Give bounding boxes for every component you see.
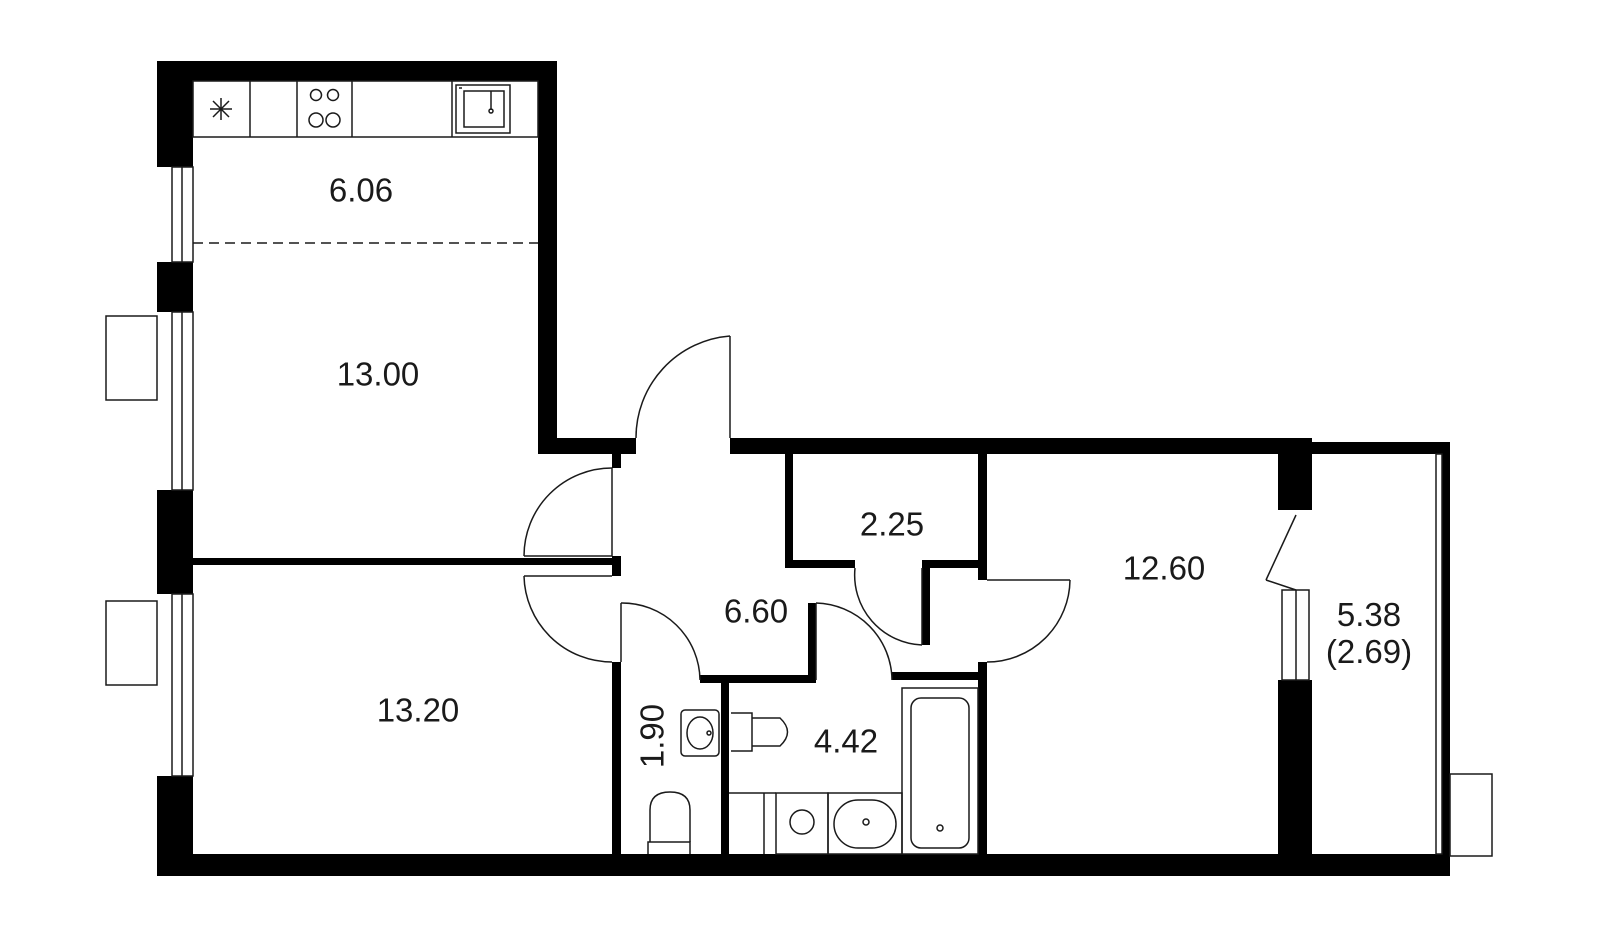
wall-h-438-b — [730, 438, 1312, 454]
bath-sink-icon — [827, 792, 903, 855]
bedroom-2-door[interactable] — [523, 575, 613, 663]
kitchen-fixtures — [192, 80, 539, 244]
balcony-window — [1281, 453, 1493, 857]
partition-toilet-top — [700, 675, 816, 683]
wall-living-balcony-top — [1278, 438, 1312, 510]
toilet-door[interactable] — [620, 602, 701, 681]
room-area-kitchen: 6.06 — [328, 171, 394, 209]
wall-bottom — [157, 854, 1450, 876]
bathroom-fixtures — [729, 687, 979, 855]
partition-bath-top — [892, 672, 986, 680]
partition-living-left-bottom — [978, 662, 987, 856]
balcony-door[interactable] — [1265, 514, 1297, 591]
partition-bedrooms — [193, 558, 621, 565]
partition-storage-bottom — [785, 560, 855, 568]
room-area-bedroom-1: 13.00 — [336, 355, 420, 393]
room-area-living-room: 12.60 — [1122, 549, 1206, 587]
wall-living-balcony-bottom — [1278, 680, 1312, 856]
entrance-door[interactable] — [635, 335, 731, 439]
wall-left-2 — [157, 262, 193, 312]
balcony-area: 5.38 — [1336, 596, 1402, 633]
washing-machine-icon — [775, 792, 829, 855]
balcony-rail-line — [1435, 453, 1443, 855]
balconette-2 — [105, 600, 158, 686]
partition-storage-bottom-right — [922, 560, 986, 568]
balconette-3 — [1449, 773, 1493, 857]
fridge-icon — [210, 98, 232, 120]
exterior-walls — [157, 61, 1450, 876]
partition-toilet-right — [721, 678, 729, 856]
wall-balcony-right — [1442, 442, 1450, 876]
living-room-door[interactable] — [986, 579, 1071, 663]
balconette-1 — [105, 315, 158, 401]
wall-top-kitchen — [157, 61, 557, 81]
room-area-hallway: 6.60 — [723, 592, 789, 630]
toilet-icon — [647, 791, 691, 854]
partition-storage-left — [785, 454, 793, 568]
bathroom-door[interactable] — [815, 602, 893, 681]
kitchen-sink-icon — [455, 84, 511, 134]
wall-right-kitchen — [538, 61, 557, 453]
wall-h-438-a — [538, 438, 636, 454]
room-area-storage: 2.25 — [859, 505, 925, 543]
partition-storage-stub — [922, 560, 930, 645]
room-area-bedroom-2: 13.20 — [376, 691, 460, 729]
partition-toilet-left — [612, 662, 621, 856]
partition-living-left-top — [978, 454, 987, 580]
kitchen-counter — [192, 80, 539, 138]
partition-bath-stub — [808, 603, 816, 683]
wall-left-1 — [157, 61, 193, 167]
wall-h-balcony-top — [1312, 442, 1450, 454]
toilet-fixtures — [647, 709, 720, 854]
wall-left-3 — [157, 490, 193, 594]
partition-hall-left-top — [612, 438, 621, 468]
room-area-bathroom: 4.42 — [813, 722, 879, 760]
room-area-balcony: 5.38 (2.69) — [1326, 598, 1412, 668]
storage-door[interactable] — [853, 567, 923, 646]
doors — [523, 335, 1297, 681]
balcony-reduced-area: (2.69) — [1325, 633, 1413, 670]
bedroom-1-door[interactable] — [523, 467, 613, 557]
bathtub-icon — [901, 687, 979, 855]
bath-toilet-icon — [731, 712, 789, 752]
partition-bedroom-stub — [612, 556, 621, 576]
stove-icon — [308, 88, 341, 128]
room-area-toilet: 1.90 — [633, 703, 671, 769]
partitions — [193, 438, 987, 856]
washbasin-icon — [680, 709, 720, 757]
windows-left — [105, 166, 194, 777]
